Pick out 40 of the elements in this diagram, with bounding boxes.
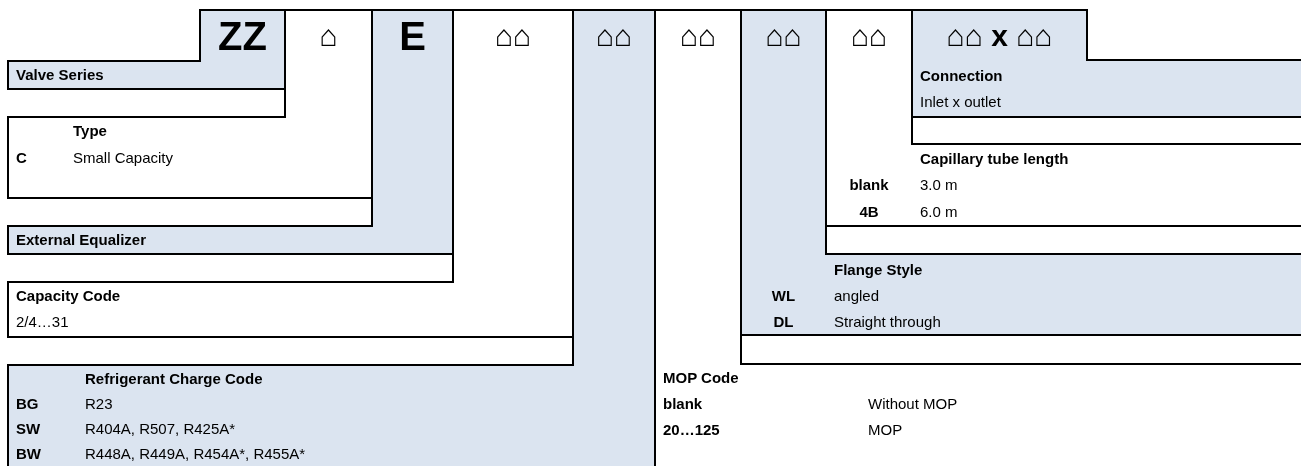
option-description: Straight through: [834, 312, 941, 332]
field-heading: MOP Code: [663, 368, 739, 388]
option-code: blank: [663, 394, 704, 414]
option-code: SW: [16, 419, 42, 439]
option-code: 4B: [858, 202, 880, 222]
field-heading: External Equalizer: [16, 230, 147, 250]
field-heading: Capillary tube length: [920, 149, 1069, 169]
field-description: Inlet x outlet: [920, 92, 1001, 112]
code-placeholder: ⌂⌂ x ⌂⌂: [945, 18, 1054, 54]
option-description: angled: [834, 286, 880, 306]
option-description: Small Capacity: [73, 148, 174, 168]
code-placeholder: ⌂⌂: [678, 18, 718, 54]
code-placeholder: ⌂: [318, 18, 339, 54]
option-code: WL: [770, 286, 797, 306]
field-heading: Type: [73, 121, 107, 141]
option-description: R23: [85, 394, 113, 414]
option-description: 6.0 m: [920, 202, 958, 222]
field-description: 2/4…31: [16, 312, 69, 332]
field-heading: Flange Style: [834, 260, 923, 280]
code-placeholder: ⌂⌂: [594, 18, 634, 54]
option-code: DL: [772, 312, 795, 332]
field-heading: Refrigerant Charge Code: [85, 369, 263, 389]
option-description: Without MOP: [868, 394, 958, 414]
code-placeholder: ⌂⌂: [764, 18, 803, 54]
code-placeholder: E: [398, 14, 427, 58]
code-placeholder: ⌂⌂: [849, 18, 889, 54]
option-description: MOP: [868, 420, 903, 440]
option-description: R404A, R507, R425A*: [85, 419, 236, 439]
option-code: BW: [16, 444, 42, 464]
option-code: blank: [848, 175, 890, 195]
code-placeholder: ZZ: [217, 14, 268, 58]
option-code: C: [16, 148, 28, 168]
field-heading: Connection: [920, 66, 1003, 86]
option-description: 3.0 m: [920, 175, 958, 195]
option-code: BG: [16, 394, 40, 414]
option-code: 20…125: [663, 420, 721, 440]
option-description: R448A, R449A, R454A*, R455A*: [85, 444, 306, 464]
field-heading: Valve Series: [16, 65, 104, 85]
field-heading: Capacity Code: [16, 286, 121, 306]
code-placeholder: ⌂⌂: [493, 18, 533, 54]
